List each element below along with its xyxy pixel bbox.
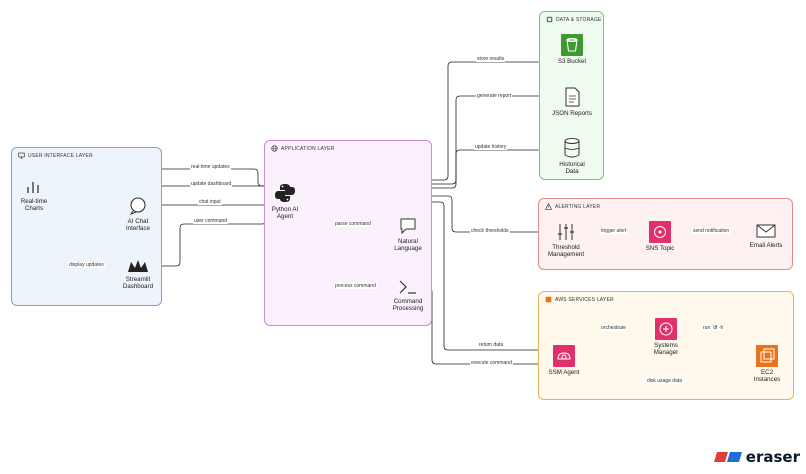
node-ai-chat-interface[interactable]: AI Chat Interface [118, 196, 158, 232]
application-layer: APPLICATION LAYER [264, 140, 432, 326]
node-json-reports[interactable]: JSON Reports [552, 86, 592, 117]
node-realtime-charts[interactable]: Real-time Charts [14, 176, 54, 212]
label-process-command: process command [334, 283, 377, 289]
sns-icon [649, 221, 671, 243]
label-execute-command: execute command [470, 360, 513, 366]
edge-execute-command [420, 287, 547, 366]
brand-name: eraser [745, 448, 800, 466]
ec2-icon [756, 345, 778, 367]
warning-icon [545, 203, 552, 210]
node-historical-data[interactable]: Historical Data [552, 137, 592, 175]
node-s3-bucket[interactable]: S3 Bucket [552, 34, 592, 65]
label-return-data: return data [478, 342, 505, 348]
envelope-icon [756, 224, 776, 238]
systems-manager-icon [655, 318, 677, 340]
label-chat-input: chat input [198, 199, 222, 205]
node-sns-topic[interactable]: SNS Topic [640, 221, 680, 252]
edge-generate-report [300, 94, 557, 185]
label-run-df: run `df -h` [702, 325, 726, 331]
node-threshold-management[interactable]: Threshold Management [544, 222, 588, 258]
speech-bubble-icon [400, 218, 416, 235]
label-update-dashboard: update dashboard [190, 181, 233, 187]
node-systems-manager[interactable]: Systems Manager [646, 318, 686, 356]
ssm-agent-icon [553, 345, 575, 367]
edge-check-thresholds [300, 195, 549, 234]
node-ec2-instances[interactable]: EC2 Instances [748, 345, 786, 383]
label-send-notification: send notification [692, 228, 731, 234]
streamlit-icon [128, 260, 148, 272]
label-generate-report: generate report [476, 93, 513, 99]
node-streamlit-dashboard[interactable]: Streamlit Dashboard [116, 258, 160, 290]
eraser-logo-icon [713, 452, 742, 462]
edge-user-command [150, 198, 273, 267]
document-icon [565, 87, 580, 107]
s3-bucket-icon [561, 34, 583, 56]
edge-update-history [300, 148, 557, 189]
chat-bubble-icon [129, 197, 146, 216]
group-title-ui: USER INTERFACE LAYER [28, 152, 93, 159]
user-interface-layer: USER INTERFACE LAYER [11, 147, 162, 306]
alerting-layer: ALERTING LAYER [538, 198, 793, 270]
label-store-results: store results [476, 56, 506, 62]
label-check-thresholds: check thresholds [470, 228, 510, 234]
edge-store-results [300, 60, 553, 181]
globe-icon [271, 145, 278, 152]
label-realtime-updates: real-time updates [190, 164, 231, 170]
sliders-icon [558, 224, 574, 240]
node-command-processing[interactable]: Command Processing [384, 278, 432, 312]
aws-icon [545, 296, 552, 303]
eraser-brand: eraser [713, 448, 800, 466]
group-title-aws: AWS SERVICES LAYER [555, 296, 614, 303]
python-icon [275, 184, 295, 202]
node-ssm-agent[interactable]: SSM Agent [544, 345, 584, 376]
group-title-app: APPLICATION LAYER [281, 145, 335, 152]
bar-chart-icon [27, 182, 39, 193]
node-natural-language[interactable]: Natural Language [388, 216, 428, 252]
group-title-data: DATA & STORAGE [556, 16, 602, 23]
label-trigger-alert: trigger alert [600, 228, 628, 234]
database-icon [564, 138, 580, 158]
label-parse-command: parse command [334, 221, 372, 227]
node-email-alerts[interactable]: Email Alerts [744, 222, 788, 249]
node-python-ai-agent[interactable]: Python AI Agent [266, 182, 304, 220]
label-user-command: user command [193, 218, 229, 224]
label-display-updates: display updates [68, 262, 105, 268]
group-title-alert: ALERTING LAYER [555, 203, 601, 210]
storage-icon [546, 16, 553, 23]
label-disk-usage: disk usage data [646, 378, 684, 384]
label-update-history: update history [474, 144, 508, 150]
edge-return-data [301, 200, 548, 351]
terminal-icon [399, 280, 416, 294]
label-orchestrate: orchestrate [600, 325, 628, 331]
monitor-icon [18, 152, 25, 159]
